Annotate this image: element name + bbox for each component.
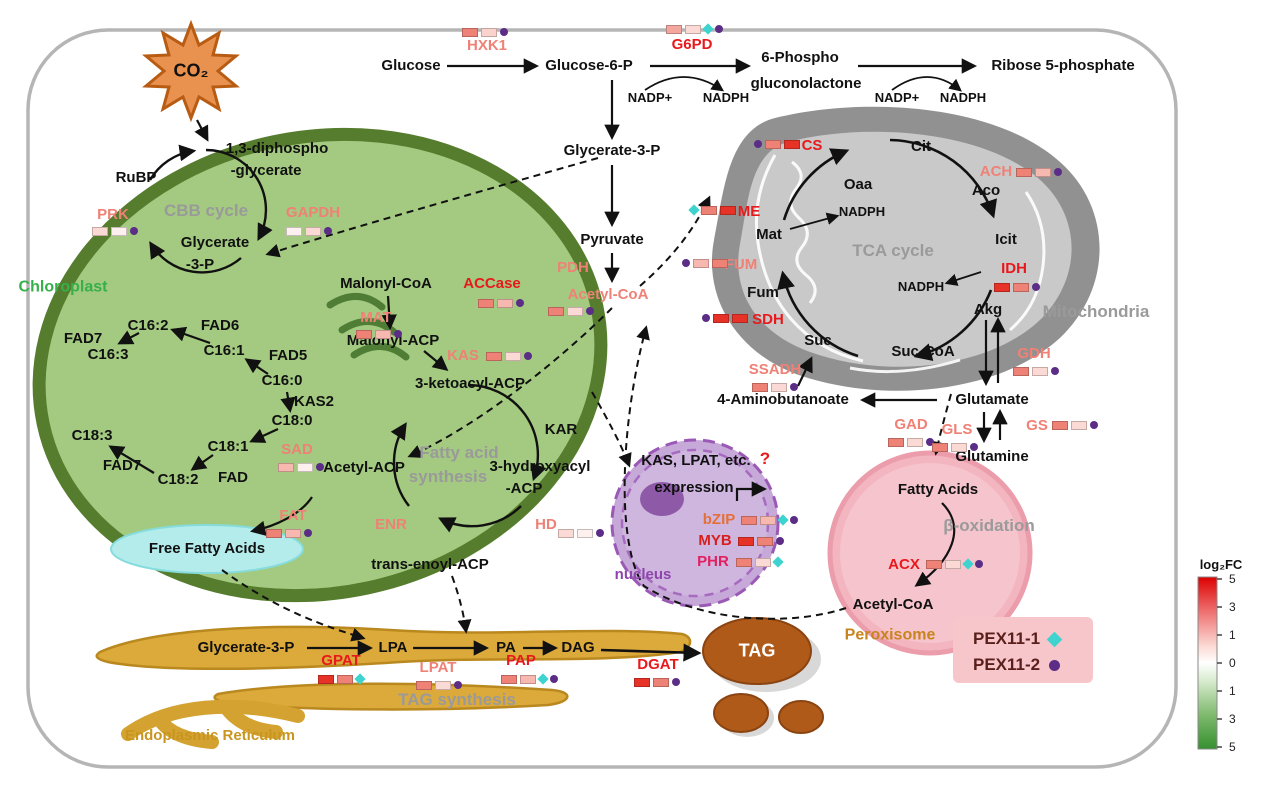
pex11-2-marker bbox=[516, 299, 524, 307]
heatbar-gad bbox=[888, 437, 934, 447]
heatbar-myb bbox=[738, 536, 784, 546]
heatbar-hxk1 bbox=[462, 27, 508, 37]
mitochondria-shape bbox=[711, 106, 1100, 391]
pex11-2-marker bbox=[790, 516, 798, 524]
pex11-2-marker bbox=[754, 140, 762, 148]
heatbar-fum bbox=[682, 258, 728, 268]
heatbar-pap bbox=[501, 673, 558, 685]
pex11-1-marker bbox=[688, 204, 700, 216]
legend-tick-5a: 5 bbox=[1229, 572, 1236, 586]
chloroplast-shape bbox=[32, 127, 608, 603]
pex11-1-marker bbox=[962, 558, 974, 570]
heatbar-phr bbox=[736, 556, 784, 568]
heatbar-accase bbox=[478, 298, 524, 308]
pex11-2-label: PEX11-2 bbox=[973, 655, 1041, 674]
heatbar-dgat bbox=[634, 677, 680, 687]
heatbar-ssadh bbox=[752, 382, 798, 392]
legend-tick-1b: 1 bbox=[1229, 684, 1236, 698]
pex11-2-marker bbox=[596, 529, 604, 537]
heatbar-sdh bbox=[702, 313, 748, 323]
heatbar-sad bbox=[278, 462, 324, 472]
pex11-1-label: PEX11-1 bbox=[973, 629, 1041, 648]
heatbar-idh bbox=[994, 282, 1040, 292]
legend-tick-3a: 3 bbox=[1229, 600, 1236, 614]
legend-tick-3b: 3 bbox=[1229, 712, 1236, 726]
solid-arrows bbox=[108, 58, 1008, 662]
pex11-2-marker bbox=[672, 678, 680, 686]
tca-cycle-arrows bbox=[777, 138, 997, 362]
heatbar-acx bbox=[926, 558, 983, 570]
pex11-2-marker bbox=[304, 529, 312, 537]
heatbar-kas bbox=[486, 351, 532, 361]
pex11-2-marker bbox=[790, 383, 798, 391]
pex11-1-marker bbox=[354, 673, 366, 685]
pex11-1-marker bbox=[772, 556, 784, 568]
pex11-2-marker bbox=[1090, 421, 1098, 429]
heatbar-bzip bbox=[741, 514, 798, 526]
pex11-2-marker bbox=[1051, 367, 1059, 375]
pex11-2-marker bbox=[970, 443, 978, 451]
cbb-cycle-arrows bbox=[148, 144, 273, 274]
free-fatty-acids-shape bbox=[110, 524, 304, 574]
pex11-1-marker bbox=[702, 23, 714, 35]
heatbar-mat bbox=[356, 329, 402, 339]
pex11-2-marker bbox=[130, 227, 138, 235]
pex11-2-marker bbox=[1054, 168, 1062, 176]
pex11-2-marker bbox=[926, 438, 934, 446]
legend-tick-1a: 1 bbox=[1229, 628, 1236, 642]
heatbar-g6pd bbox=[666, 23, 723, 35]
pex11-1-legend-row: PEX11-1 bbox=[973, 629, 1063, 649]
heatbar-me bbox=[688, 204, 736, 216]
co2-starburst bbox=[142, 19, 240, 123]
logfc-colorbar bbox=[1197, 576, 1222, 750]
heatbar-cs bbox=[754, 139, 800, 149]
pex11-2-marker bbox=[702, 314, 710, 322]
heatbar-gdh bbox=[1013, 366, 1059, 376]
heatbar-gapdh bbox=[286, 226, 332, 236]
fatty-acid-cycle-arrows bbox=[390, 383, 547, 533]
pex11-2-marker bbox=[975, 560, 983, 568]
pex11-2-marker bbox=[324, 227, 332, 235]
legend-tick-0: 0 bbox=[1229, 656, 1236, 670]
pex11-2-dot-icon bbox=[1049, 659, 1061, 671]
pex11-2-marker bbox=[454, 681, 462, 689]
pex11-2-legend-row: PEX11-2 bbox=[973, 655, 1061, 675]
legend-tick-5b: 5 bbox=[1229, 740, 1236, 754]
peroxisome-shape bbox=[827, 450, 1033, 656]
pex11-2-marker bbox=[524, 352, 532, 360]
pex11-1-marker bbox=[537, 673, 549, 685]
heatbar-gls bbox=[932, 442, 978, 452]
pex11-2-marker bbox=[316, 463, 324, 471]
pex11-2-marker bbox=[1032, 283, 1040, 291]
pex11-2-marker bbox=[776, 537, 784, 545]
heatbar-gs bbox=[1052, 420, 1098, 430]
heatbar-prk bbox=[92, 226, 138, 236]
heatbar-pdh bbox=[548, 306, 594, 316]
heatbar-lpat bbox=[416, 680, 462, 690]
pex11-2-marker bbox=[500, 28, 508, 36]
pex11-1-marker bbox=[777, 514, 789, 526]
pex11-2-marker bbox=[394, 330, 402, 338]
heatbar-ach bbox=[1016, 167, 1062, 177]
pex11-2-marker bbox=[550, 675, 558, 683]
pex11-2-marker bbox=[682, 259, 690, 267]
pex11-1-diamond-icon bbox=[1046, 631, 1063, 647]
heatbar-fat bbox=[266, 528, 312, 538]
pex11-2-marker bbox=[586, 307, 594, 315]
dashed-arrows bbox=[221, 157, 952, 642]
tag-droplets bbox=[702, 617, 824, 737]
heatbar-hd bbox=[558, 528, 604, 538]
heatbar-gpat bbox=[318, 673, 366, 685]
pex11-2-marker bbox=[715, 25, 723, 33]
pex11-legend-box bbox=[953, 617, 1093, 683]
